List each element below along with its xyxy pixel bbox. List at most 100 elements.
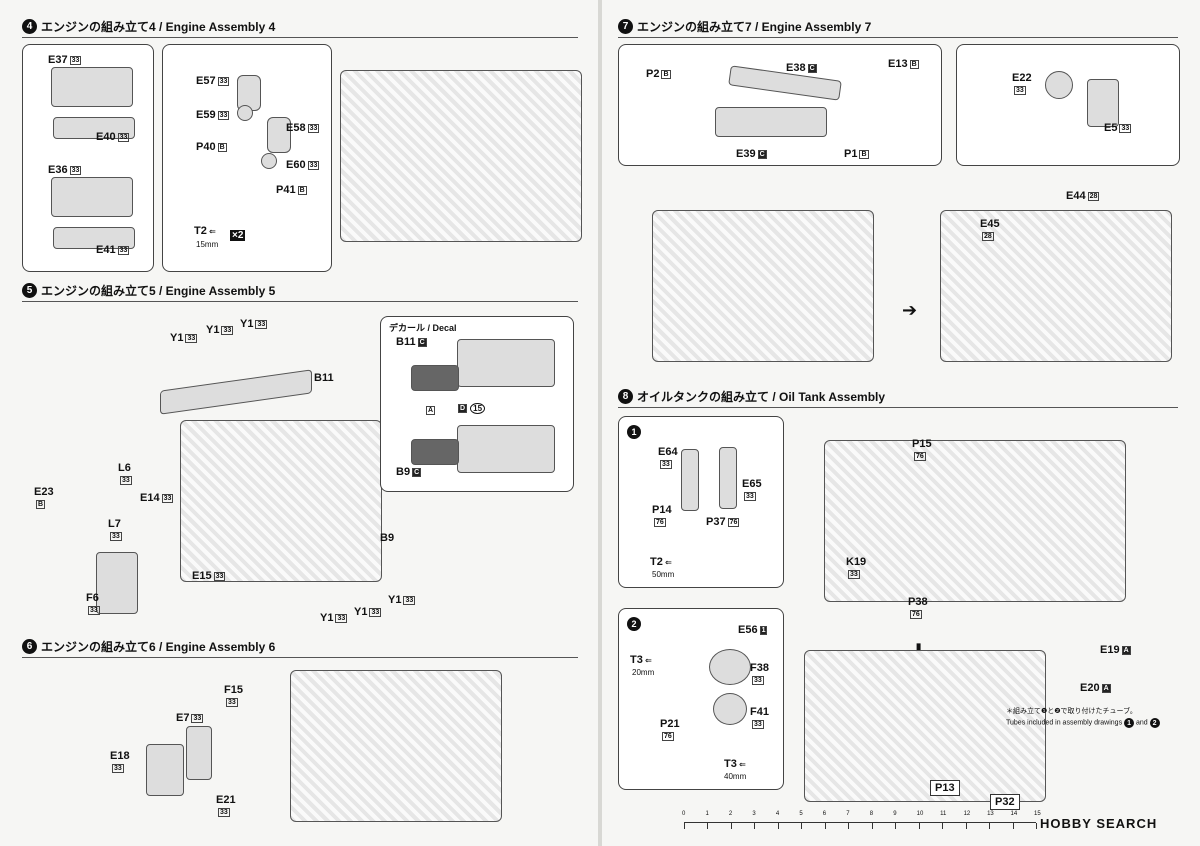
ruler-tick-label: 11 (940, 811, 947, 817)
part-f38-shape (709, 649, 751, 685)
ruler-tick-label: 9 (893, 811, 897, 817)
ruler-tick (754, 823, 756, 829)
part-e65-shape (719, 447, 737, 509)
step7-box-pump (956, 44, 1180, 166)
step4-box-manifolds (22, 44, 154, 272)
step4-box-pumps (162, 44, 332, 272)
step-title: エンジンの組み立て5 / Engine Assembly 5 (41, 283, 276, 298)
ruler-tick-label: 12 (963, 811, 971, 817)
label-t2-tube: T2 ⇐ (650, 556, 672, 568)
step7-box-intake (618, 44, 942, 166)
step-title: エンジンの組み立て4 / Engine Assembly 4 (41, 19, 276, 34)
ruler-tick (707, 823, 709, 829)
ruler-tick (895, 823, 897, 829)
ruler-tick-label: 13 (987, 811, 994, 817)
page-gutter (598, 0, 602, 846)
ruler-tick (989, 823, 991, 829)
ruler-tick (918, 823, 920, 829)
ruler-tick-label: 10 (916, 811, 924, 817)
part-e36-shape (51, 177, 133, 217)
part-e64-shape (681, 449, 699, 511)
label-b11: B11 (314, 372, 334, 384)
part-e60-shape (261, 153, 277, 169)
part-e40-shape (53, 117, 135, 139)
ruler-tick-label: 4 (775, 811, 780, 817)
step8-chassis-illustration (824, 440, 1126, 602)
decal-a-stripe-top (411, 365, 459, 391)
step-number-badge: 5 (22, 282, 37, 298)
step8-sub1-box: 1 (618, 416, 784, 588)
decal-b11-cover (457, 339, 555, 387)
part-e41-shape (53, 227, 135, 249)
ruler-tick (684, 823, 685, 829)
step-number-badge: 4 (22, 18, 37, 34)
step7-engine-illustration (652, 210, 874, 362)
step8-header: 8 オイルタンクの組み立て / Oil Tank Assembly (618, 386, 1178, 408)
ruler-tick-label: 1 (705, 811, 709, 817)
step-number-badge: 7 (618, 18, 633, 34)
part-e59-shape (237, 105, 253, 121)
decal-title: デカール / Decal (389, 323, 457, 333)
label-p32: P32 (990, 794, 1020, 810)
part-e18-shape (146, 744, 184, 796)
step5-header: 5 エンジンの組み立て5 / Engine Assembly 5 (22, 280, 578, 302)
step8-chassis-result (804, 650, 1046, 802)
tube-note-jp: ＊組み立て❶と❷で取り付けたチューブ。 (1006, 708, 1137, 715)
step-title: エンジンの組み立て7 / Engine Assembly 7 (637, 19, 872, 34)
label-t3-a-length: 20mm (632, 668, 655, 677)
ruler-tick (824, 823, 826, 829)
part-e38-shape (728, 65, 842, 101)
ruler-tick-label: 3 (752, 811, 756, 817)
step-title: エンジンの組み立て6 / Engine Assembly 6 (41, 639, 276, 654)
label-t3-a: T3 ⇐ (630, 654, 652, 666)
step6-engine-illustration (290, 670, 502, 822)
sub-step-number: 1 (627, 425, 641, 439)
label-p13: P13 (930, 780, 960, 796)
step-number-badge: 8 (618, 388, 633, 404)
step8-sub2-box: 2 (618, 608, 784, 790)
label-t2-tube-length: 50mm (652, 570, 675, 579)
step7-engine-result (940, 210, 1172, 362)
label-t3-b: T3 ⇐ (724, 758, 746, 770)
ruler-tick-label: 2 (728, 811, 733, 817)
step-number-badge: 6 (22, 638, 37, 654)
label-t3-b-length: 40mm (724, 772, 747, 781)
ruler-tick (1036, 823, 1037, 829)
step7-header: 7 エンジンの組み立て7 / Engine Assembly 7 (618, 16, 1178, 38)
label-b9: B9 (380, 532, 395, 544)
step-title: オイルタンクの組み立て / Oil Tank Assembly (637, 389, 886, 404)
part-f6-shape (96, 552, 138, 614)
